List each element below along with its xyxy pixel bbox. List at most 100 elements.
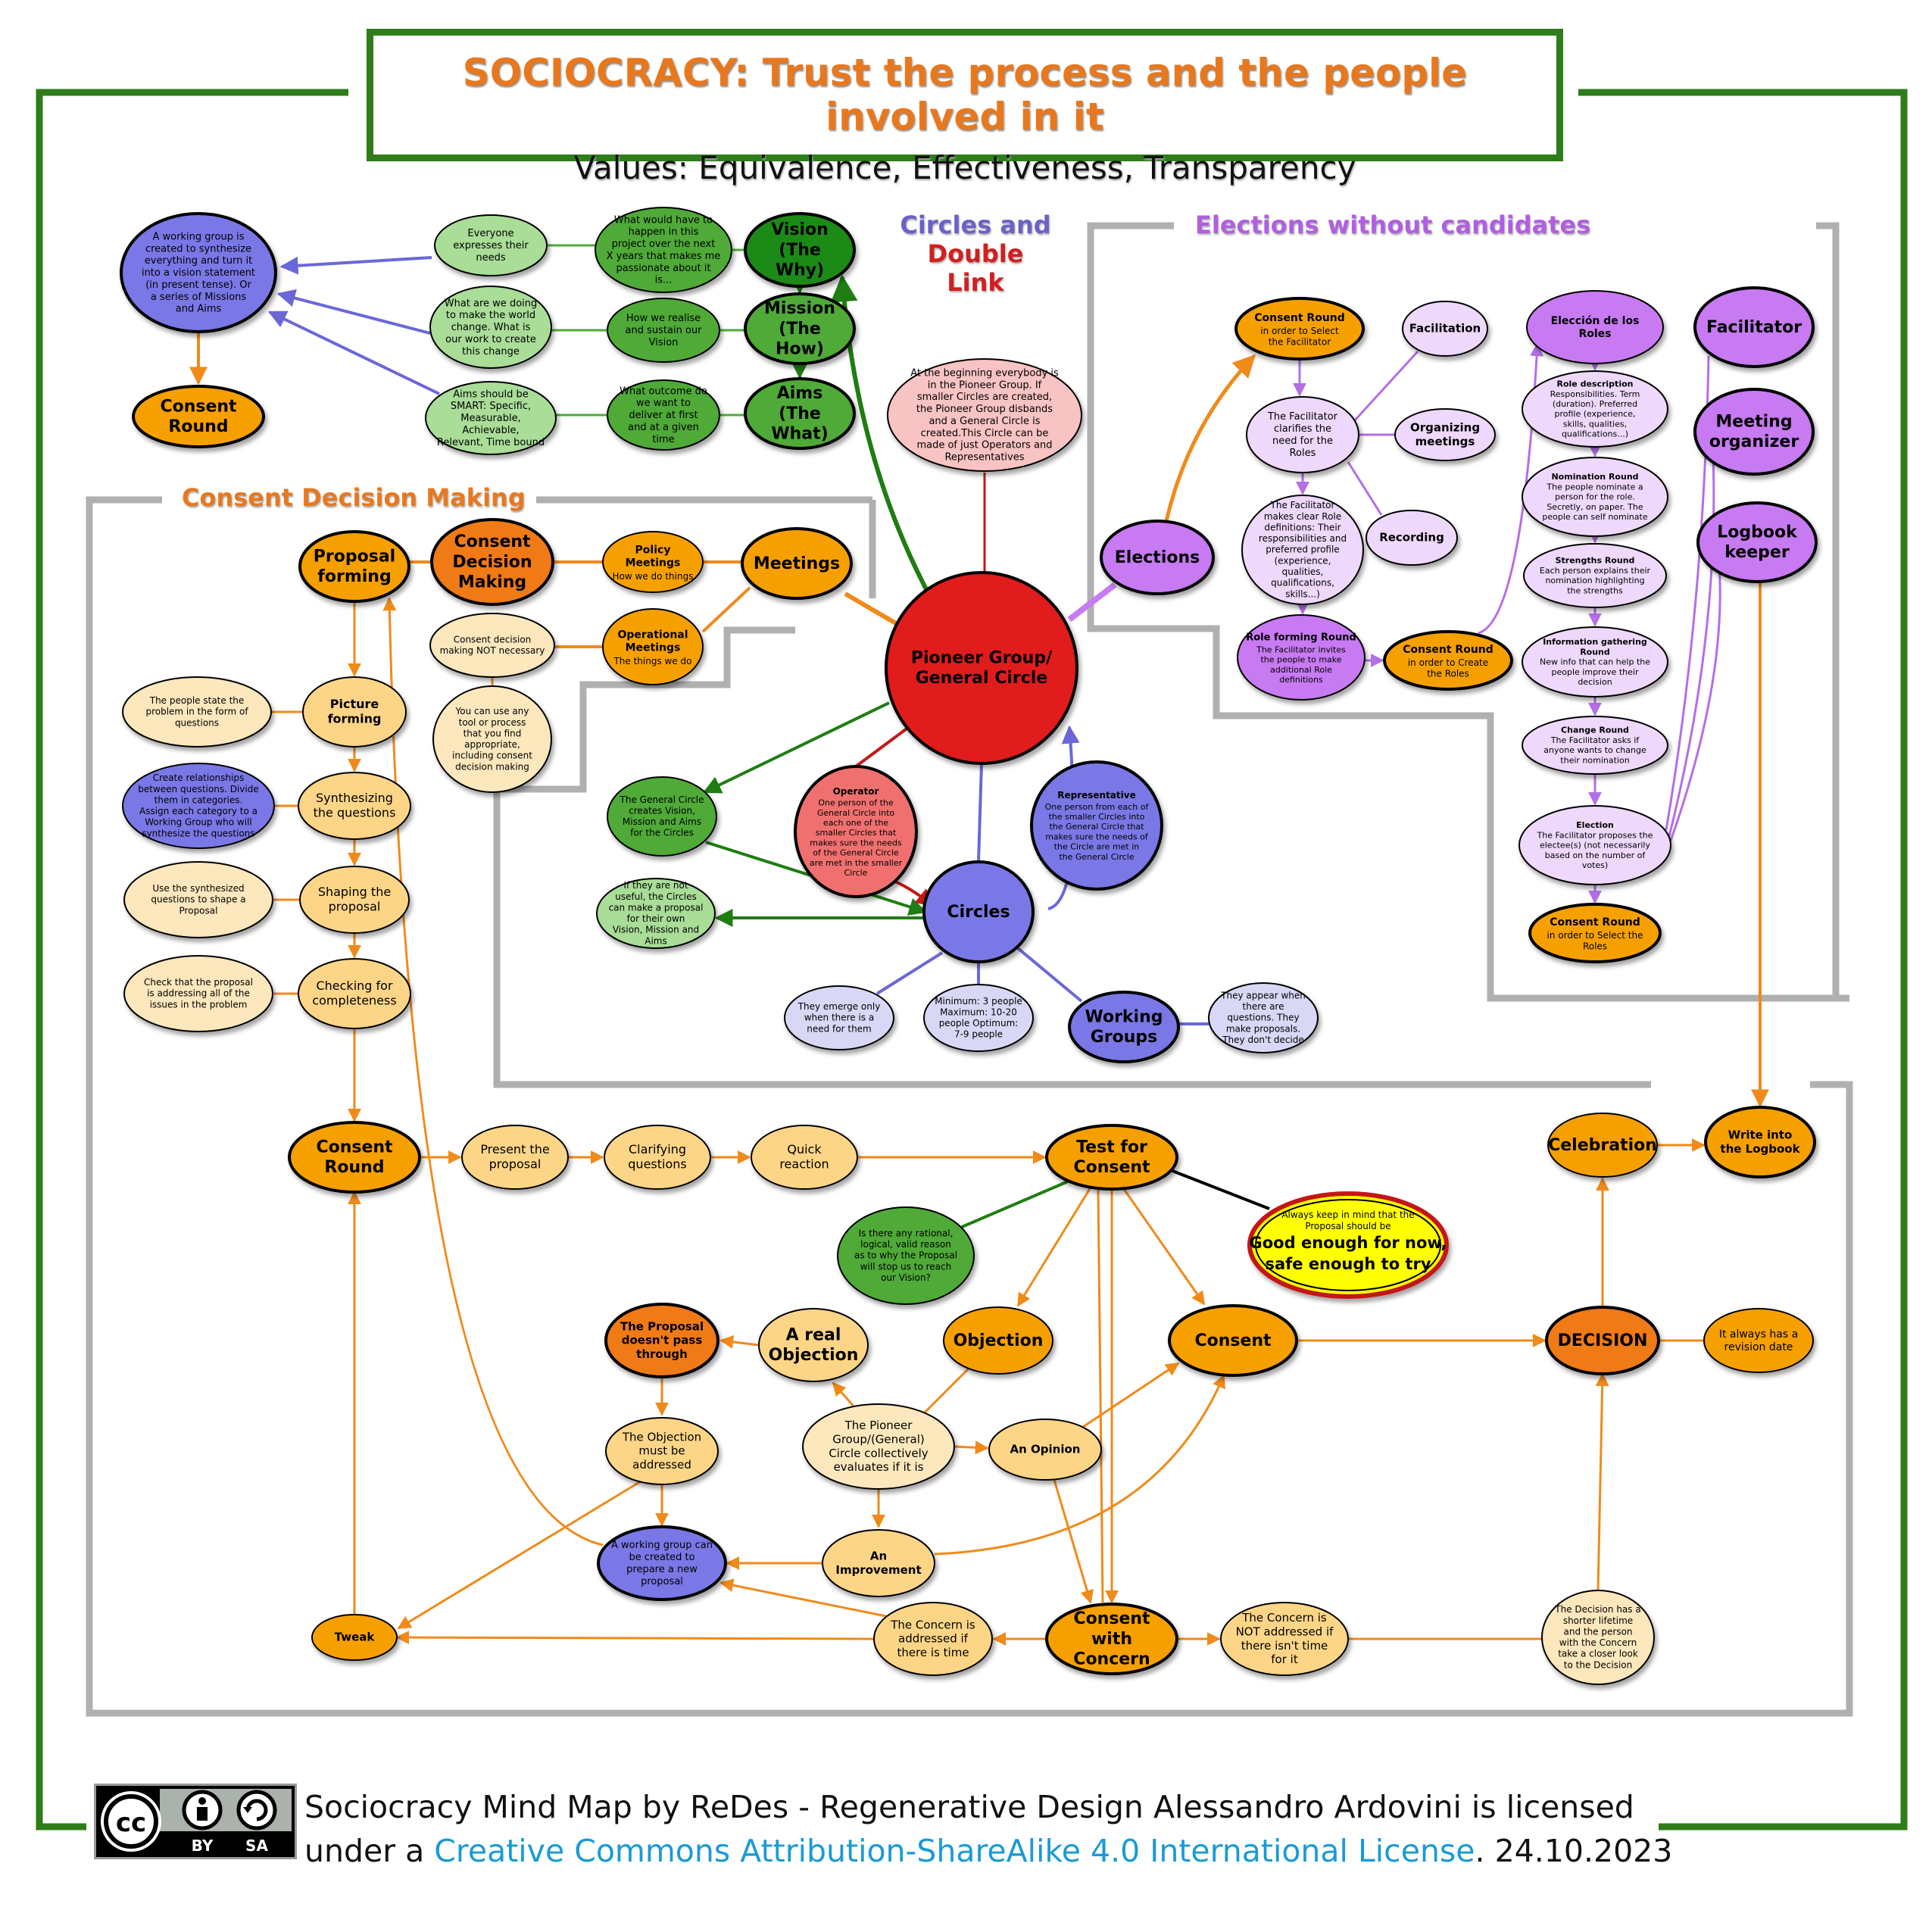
node-shape — [802, 1403, 955, 1490]
node-label: Write into — [1728, 1128, 1793, 1142]
node-sublabel: One person from each of — [1045, 802, 1150, 812]
node-label: forming — [328, 712, 382, 726]
node-shape — [1523, 543, 1667, 608]
node-label: Vision, Mission and — [613, 925, 699, 935]
node-label: Consent — [160, 397, 237, 416]
node-sublabel: in order to Select the — [1547, 930, 1643, 941]
node-label: Facilitator — [1706, 318, 1802, 337]
node-shape — [602, 608, 704, 685]
node-label: An — [870, 1550, 887, 1563]
license-text: Sociocracy Mind Map by ReDes - Regenerat… — [304, 1785, 1728, 1873]
connector-line — [276, 289, 431, 335]
node-label: They appear when — [1220, 990, 1306, 1000]
badge-sa-label: SA — [245, 1837, 268, 1855]
node-label: shorter lifetime — [1563, 1615, 1633, 1626]
node-label: They don't decide — [1222, 1035, 1304, 1045]
node-label: Measurable, — [460, 413, 521, 424]
node-sublabel: person for the role. — [1555, 492, 1635, 502]
node-label: Consent — [316, 1138, 393, 1156]
node-label: questions to shape a — [151, 894, 245, 905]
node-label: Elección de los — [1551, 315, 1640, 327]
node-sublabel: Always keep in mind that the — [1281, 1209, 1414, 1220]
node-sublabel: are met in the smaller — [810, 858, 903, 868]
node-label: revision date — [1724, 1341, 1793, 1353]
node-label: Proposal — [179, 905, 218, 916]
circles-section-title: Circles and Double Link — [900, 211, 1051, 297]
node-sublabel: the General Circle that — [1049, 822, 1144, 832]
node-label: proposal — [489, 1157, 542, 1172]
connector-line — [1668, 457, 1715, 837]
circles-title-line2: Double Link — [927, 239, 1024, 297]
node-label: with — [1091, 1630, 1132, 1649]
node-label: can make a proposal — [609, 902, 704, 913]
node-label: questions — [175, 717, 219, 728]
node-shape — [123, 955, 273, 1032]
node-label: If they are not — [623, 880, 688, 891]
node-label: in the Pioneer Group. If — [928, 379, 1042, 391]
node-label: skills...) — [1285, 588, 1320, 599]
node-label: Celebration — [1548, 1136, 1657, 1155]
node-shape — [1030, 760, 1163, 891]
license-link[interactable]: Creative Commons Attribution-ShareAlike … — [434, 1833, 1475, 1869]
node-shape — [1704, 1106, 1816, 1178]
node-label: 7-9 people — [954, 1029, 1003, 1040]
node-label: this change — [462, 346, 520, 357]
node-shape — [429, 613, 555, 678]
node-label: Role forming Round — [1246, 632, 1356, 644]
connector-line — [1164, 354, 1256, 522]
node-sublabel: anyone wants to change — [1543, 745, 1646, 755]
node-label: expresses their — [453, 240, 529, 251]
node-label: Circle collectively — [829, 1447, 928, 1460]
title-box: SOCIOCRACY: Trust the process and the pe… — [367, 29, 1563, 186]
node-label: Roles — [1578, 328, 1611, 340]
node-sublabel: electee(s) (not necessarily — [1540, 841, 1650, 851]
node-label: when there is a — [804, 1013, 875, 1023]
node-sublabel: the Facilitator — [1269, 336, 1331, 347]
node-sublabel: Roles — [1583, 941, 1607, 951]
node-label: safe enough to try — [1265, 1255, 1431, 1273]
node-label: tool or process — [459, 717, 526, 728]
node-label: must be — [638, 1444, 685, 1458]
node-shape — [298, 772, 411, 840]
node-label: meetings — [1415, 435, 1475, 448]
node-shape — [784, 985, 894, 1050]
node-label: and Aims — [176, 304, 222, 315]
node-label: Test for — [1076, 1138, 1147, 1156]
node-label: It always has a — [1719, 1328, 1798, 1341]
node-label: Consent — [1073, 1609, 1150, 1628]
node-shape — [1696, 501, 1818, 583]
node-label: there are — [1243, 1001, 1284, 1012]
node-label: Check that the proposal — [144, 977, 253, 988]
node-label: them in categories. — [154, 794, 243, 805]
node-label: there isn't time — [1241, 1639, 1328, 1653]
node-shape — [311, 1614, 398, 1661]
node-tweak: Tweak — [311, 1614, 398, 1661]
node-label: A working group can — [611, 1540, 713, 1551]
cc-license-badge[interactable]: cc BY SA — [94, 1784, 297, 1859]
node-shape — [1220, 1602, 1349, 1676]
node-label: need for them — [807, 1023, 872, 1034]
node-label: preferred profile — [1266, 545, 1339, 555]
node-label: decision making — [455, 761, 529, 772]
connector-line — [719, 1578, 887, 1618]
node-label: Create relationships — [153, 772, 244, 783]
node-label: X years that makes me — [607, 251, 721, 262]
node-label: Group/(General) — [832, 1433, 925, 1447]
connector-line — [1347, 461, 1383, 516]
node-label: Information gathering — [1543, 637, 1647, 647]
node-label: proposal — [329, 900, 381, 914]
node-label: reaction — [779, 1157, 829, 1172]
